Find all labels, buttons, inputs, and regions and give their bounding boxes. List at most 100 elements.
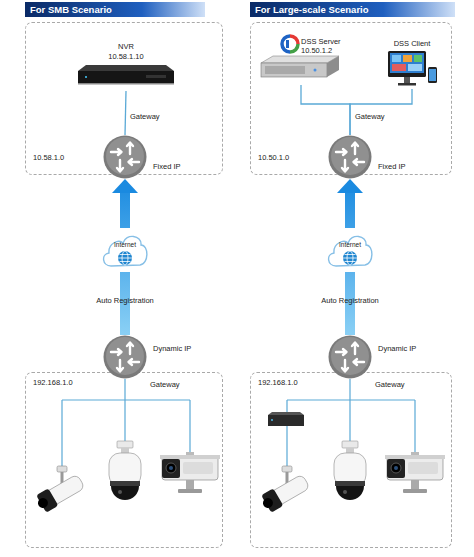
camera-group bbox=[259, 441, 445, 514]
arrow-shaft bbox=[345, 192, 355, 228]
box-camera bbox=[183, 462, 213, 474]
client-shape bbox=[392, 55, 401, 62]
router-shape bbox=[328, 135, 372, 179]
arrow-head bbox=[112, 179, 138, 193]
router-shape bbox=[117, 160, 123, 172]
router-shape bbox=[103, 135, 147, 179]
scenario-header: For Large-scale Scenario bbox=[250, 2, 455, 17]
box-camera bbox=[162, 456, 218, 480]
box-camera bbox=[162, 459, 180, 478]
router-shape bbox=[127, 343, 133, 355]
node-text: Fixed IP bbox=[153, 162, 181, 171]
node-text: 10.58.1.0 bbox=[33, 153, 64, 162]
box-camera bbox=[186, 480, 194, 490]
gateway-label: Gateway bbox=[150, 380, 180, 389]
node-text: 192.168.1.0 bbox=[258, 378, 298, 387]
camera-group bbox=[34, 441, 220, 514]
router-shape bbox=[342, 160, 348, 172]
ptz-camera bbox=[109, 453, 141, 486]
box-camera bbox=[166, 463, 176, 473]
server-shape bbox=[261, 56, 339, 63]
node-text: 10.58.1.10 bbox=[76, 52, 176, 61]
router-shape bbox=[104, 336, 147, 379]
gateway-label: Gateway bbox=[375, 380, 405, 389]
router-shape bbox=[111, 143, 139, 172]
router-shape bbox=[106, 337, 144, 375]
bullet-camera bbox=[34, 466, 86, 514]
nvr-shape bbox=[78, 71, 174, 83]
client-shape bbox=[428, 67, 437, 83]
router-shape bbox=[328, 335, 372, 379]
nvr-device bbox=[268, 415, 304, 426]
server-shape bbox=[290, 36, 298, 44]
box-camera bbox=[178, 489, 202, 493]
server-shape bbox=[286, 40, 289, 48]
router-shape bbox=[352, 343, 358, 355]
server-shape bbox=[290, 44, 298, 52]
node-text: Dynamic IP bbox=[378, 344, 416, 353]
client-shape bbox=[408, 64, 422, 71]
cloud-shape bbox=[343, 255, 357, 262]
router-shape bbox=[336, 143, 364, 172]
node-text: Internet bbox=[100, 241, 150, 249]
lan-wiring bbox=[62, 379, 415, 466]
router-shape bbox=[104, 136, 147, 179]
registration-arrow bbox=[112, 179, 138, 228]
router-node: Fixed IP bbox=[328, 135, 372, 179]
node-text: DSS Client bbox=[384, 39, 440, 48]
server-shape bbox=[261, 63, 327, 77]
nvr-device bbox=[271, 419, 273, 421]
client-shape bbox=[390, 53, 424, 73]
router-shape bbox=[354, 159, 365, 165]
client-shape bbox=[404, 77, 410, 83]
node-text: Dynamic IP bbox=[153, 344, 191, 353]
cloud-shape bbox=[100, 228, 150, 272]
link-line bbox=[125, 91, 126, 135]
router-shape bbox=[329, 336, 372, 379]
bullet-camera bbox=[57, 466, 67, 472]
cloud-shape bbox=[325, 228, 375, 272]
nvr-shape bbox=[85, 76, 87, 78]
network-link bbox=[301, 85, 350, 135]
router-shape bbox=[336, 349, 347, 355]
nvr-device bbox=[268, 412, 304, 426]
router-shape bbox=[103, 335, 147, 379]
router-shape bbox=[336, 149, 347, 155]
ptz-camera bbox=[109, 441, 141, 500]
router-shape bbox=[106, 137, 144, 175]
router-shape bbox=[127, 143, 133, 155]
server-shape bbox=[314, 69, 317, 72]
bullet-camera bbox=[36, 488, 58, 512]
node-text: Internet bbox=[325, 241, 375, 249]
bullet-camera bbox=[36, 496, 50, 510]
nvr-device: NVR10.58.1.10 bbox=[76, 41, 176, 91]
cloud-shape bbox=[118, 251, 132, 265]
edge-label: Gateway bbox=[355, 112, 385, 121]
node-text: 192.168.1.0 bbox=[33, 378, 73, 387]
router-node: Fixed IP bbox=[103, 135, 147, 179]
arrow-shaft bbox=[120, 192, 130, 228]
router-shape bbox=[103, 135, 147, 179]
arrow-head bbox=[337, 179, 363, 193]
node-text: 10.50.1.0 bbox=[258, 153, 289, 162]
router-shape bbox=[329, 136, 372, 179]
server-shape bbox=[327, 56, 339, 77]
router-shape bbox=[103, 335, 147, 379]
edge-label: Auto Registration bbox=[290, 296, 410, 305]
ptz-camera bbox=[117, 441, 133, 448]
box-camera bbox=[169, 466, 173, 470]
router-shape bbox=[328, 335, 372, 379]
cloud-shape bbox=[329, 236, 372, 266]
ptz-camera bbox=[118, 490, 122, 494]
registration-arrow bbox=[337, 179, 363, 228]
link-line bbox=[350, 89, 412, 135]
router-shape bbox=[111, 349, 122, 355]
router-shape bbox=[331, 337, 369, 375]
router-shape bbox=[111, 343, 139, 372]
router-shape bbox=[331, 137, 369, 175]
internet-cloud: Internet bbox=[100, 228, 150, 272]
nvr-shape bbox=[146, 75, 166, 78]
router-shape bbox=[111, 149, 122, 155]
client-shape bbox=[388, 51, 426, 77]
